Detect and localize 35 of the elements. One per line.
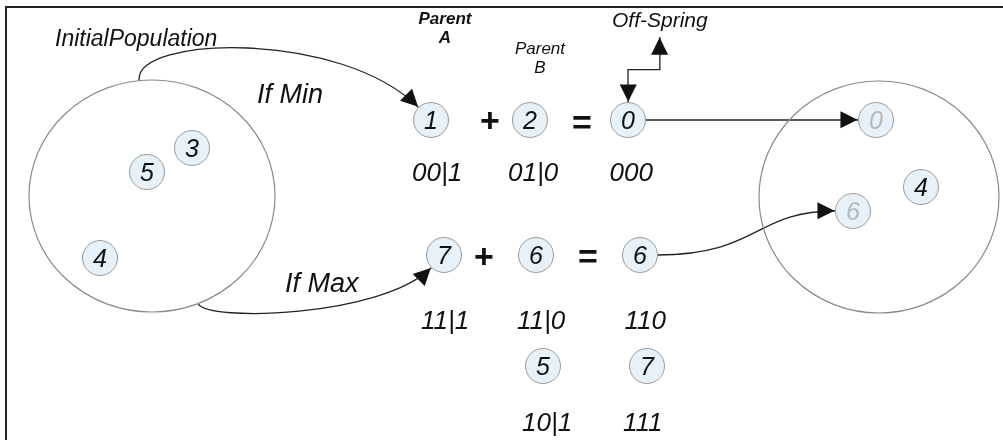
number-circle: 7 (629, 348, 665, 384)
parent-label: Parent B (513, 40, 567, 78)
number-circle: 4 (82, 240, 118, 276)
arrow (619, 36, 669, 103)
arrow (645, 111, 859, 129)
number-circle: 6 (622, 237, 658, 273)
binary-code: 000 (609, 157, 653, 187)
arrow (197, 267, 432, 315)
arrow (138, 47, 419, 108)
number-circle: 0 (610, 102, 646, 138)
number-circle: 6 (835, 193, 871, 229)
arrow (657, 203, 836, 256)
number-circle: 6 (518, 237, 554, 273)
number-circle: 3 (174, 130, 210, 166)
binary-code: 110 (624, 305, 666, 335)
number-circle: 5 (525, 348, 561, 384)
operator-sign: + (480, 101, 500, 139)
number-circle: 4 (903, 169, 939, 205)
number-circle: 2 (512, 102, 548, 138)
population-heading: InitialPopulation (55, 26, 218, 52)
operator-sign: + (474, 237, 494, 275)
binary-code: 11|1 (421, 305, 470, 335)
operator-sign: = (572, 103, 592, 141)
binary-code: 111 (623, 407, 663, 437)
number-circle: 7 (426, 237, 462, 273)
binary-code: 10|1 (522, 407, 573, 437)
number-circle: 5 (129, 154, 165, 190)
binary-code: 11|0 (517, 305, 566, 335)
parent-label: Parent A (417, 10, 473, 48)
offspring-label: Off-Spring (612, 8, 708, 32)
operator-sign: = (578, 237, 598, 275)
binary-code: 00|1 (412, 157, 463, 187)
binary-code: 01|0 (508, 157, 559, 187)
number-circle: 1 (413, 102, 449, 138)
number-circle: 0 (858, 102, 894, 138)
